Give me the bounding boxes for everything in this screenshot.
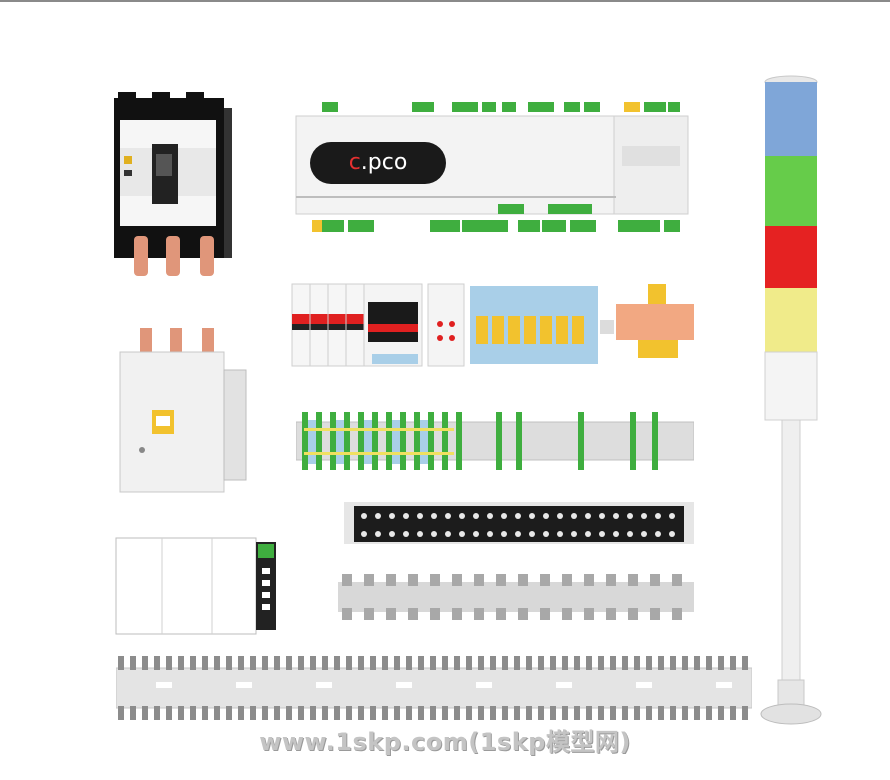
controller-body bbox=[295, 102, 689, 232]
power-supply bbox=[112, 532, 280, 636]
contactor bbox=[114, 326, 250, 494]
brand-prefix: c bbox=[348, 150, 361, 175]
terminal-block-rail bbox=[295, 408, 695, 474]
watermark-text: www.1skp.com(1skp模型网) bbox=[259, 728, 631, 756]
cpco-controller: c.pco bbox=[292, 96, 692, 238]
top-border-line bbox=[0, 0, 890, 2]
mcb-and-relay-row bbox=[288, 280, 698, 370]
black-terminal-strip bbox=[344, 498, 694, 548]
controller-brand-label: c.pco bbox=[310, 144, 446, 182]
cable-duct-short bbox=[338, 572, 694, 622]
cable-duct-long bbox=[115, 654, 753, 722]
brand-rest: .pco bbox=[360, 150, 408, 175]
molded-case-circuit-breaker bbox=[108, 88, 236, 288]
signal-tower-light bbox=[756, 74, 826, 728]
